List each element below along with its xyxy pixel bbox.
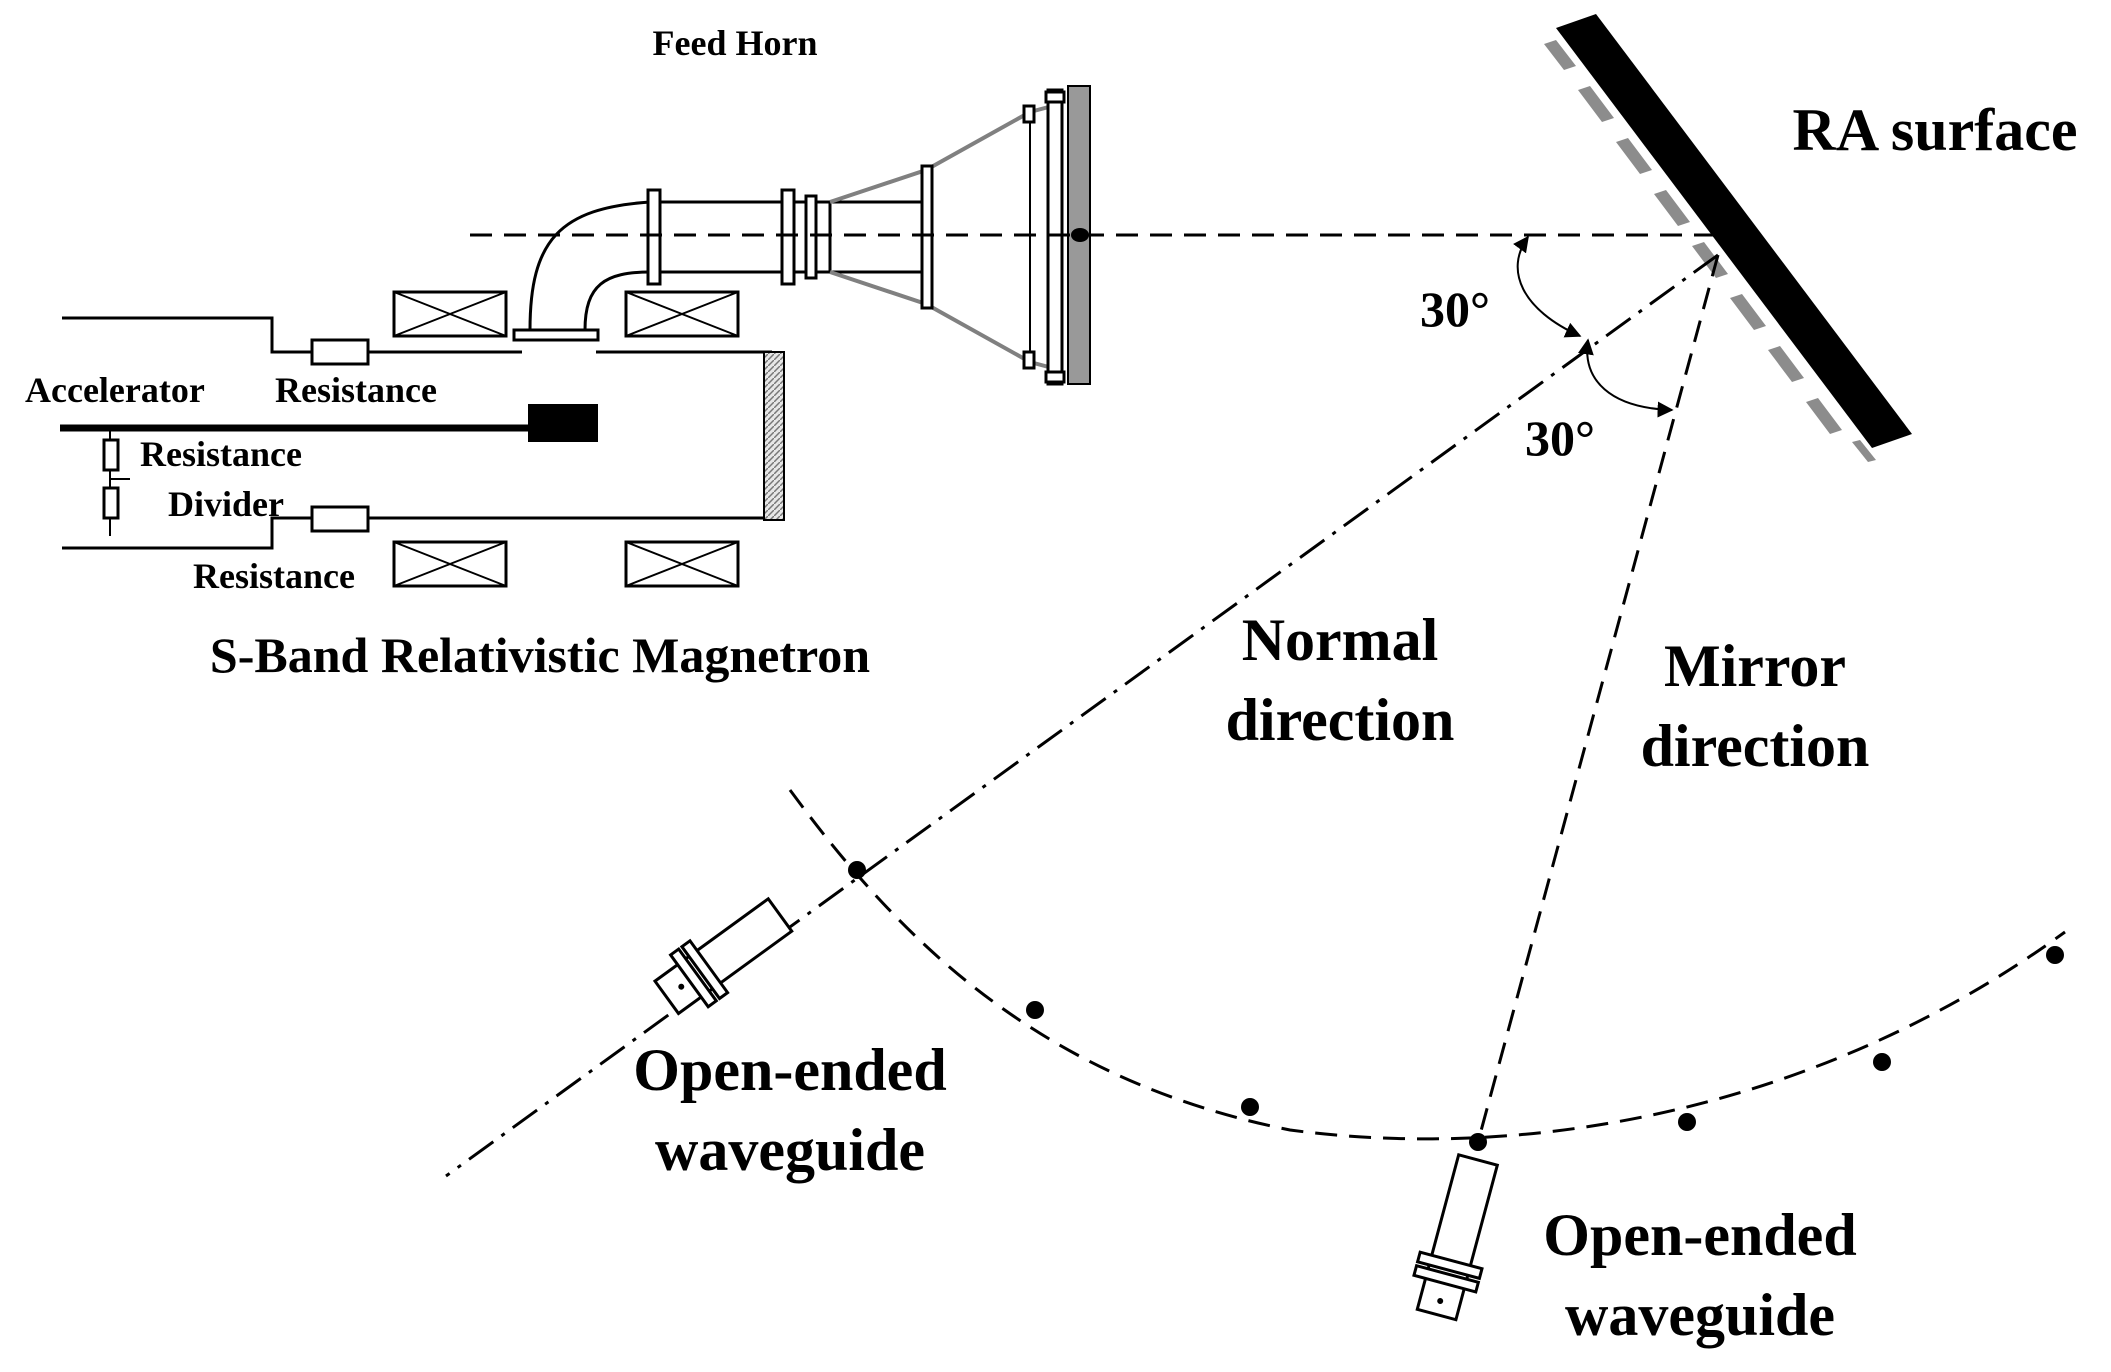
flange-2 <box>780 188 796 286</box>
feed-horn-assembly <box>512 85 1091 386</box>
normal-direction-label-2: direction <box>1226 687 1455 753</box>
magnet-coils <box>392 290 740 588</box>
waveguide-bottom-label-1: Open-ended <box>1543 1202 1856 1268</box>
measurement-arc <box>788 789 2066 1141</box>
horn-phase-center <box>1071 228 1089 242</box>
coil-bottom-right <box>624 540 740 588</box>
measurement-point <box>1241 1098 1259 1116</box>
coil-top-left <box>392 290 508 338</box>
waveguide-bottom <box>1412 1152 1500 1322</box>
resistance-bottom-label: Resistance <box>193 556 355 596</box>
measurement-point <box>2046 946 2064 964</box>
resistance-bottom-resistor <box>310 505 370 533</box>
magnetron-label: S-Band Relativistic Magnetron <box>210 627 870 683</box>
waveguide-left-label-1: Open-ended <box>633 1037 946 1103</box>
cathode-block <box>528 404 598 442</box>
mirror-direction-line <box>1476 254 1720 1143</box>
waveguide-left <box>652 896 794 1016</box>
mirror-direction-label-2: direction <box>1641 713 1870 779</box>
angle-arc-lower <box>1577 338 1674 418</box>
resistance-top-resistor <box>310 338 370 366</box>
horn-flange <box>920 164 934 310</box>
measurement-point <box>848 861 866 879</box>
accelerator-label: Accelerator <box>25 370 205 410</box>
divider-resistor-lower <box>102 486 120 520</box>
resistance-divider-label-2: Divider <box>168 484 284 524</box>
angle-upper-label: 30° <box>1420 281 1490 337</box>
ra-surface-label: RA surface <box>1793 97 2078 163</box>
resistance-divider-label-1: Resistance <box>140 434 302 474</box>
coil-top-right <box>624 290 740 338</box>
waveguide-bottom-label-2: waveguide <box>1565 1282 1835 1348</box>
coil-bottom-left <box>392 540 508 588</box>
waveguide-left-label-2: waveguide <box>655 1117 925 1183</box>
measurement-point <box>1469 1133 1487 1151</box>
resistance-top-label: Resistance <box>275 370 437 410</box>
measurement-point <box>1678 1113 1696 1131</box>
normal-direction-label-1: Normal <box>1242 607 1439 673</box>
measurement-point <box>1026 1001 1044 1019</box>
angle-lower-label: 30° <box>1525 410 1595 466</box>
divider-resistor-upper <box>102 438 120 472</box>
flange-1 <box>646 188 662 286</box>
mirror-direction-label-1: Mirror <box>1664 633 1846 699</box>
anode-end <box>763 351 785 521</box>
normal-direction-line <box>445 253 1719 1178</box>
feed-horn-label: Feed Horn <box>653 23 818 63</box>
ra-surface-tiles <box>1544 40 1876 462</box>
angle-arc-upper <box>1513 235 1582 338</box>
measurement-point <box>1873 1053 1891 1071</box>
ra-surface-panel <box>1544 14 1912 462</box>
accelerator-circuit <box>60 316 785 550</box>
